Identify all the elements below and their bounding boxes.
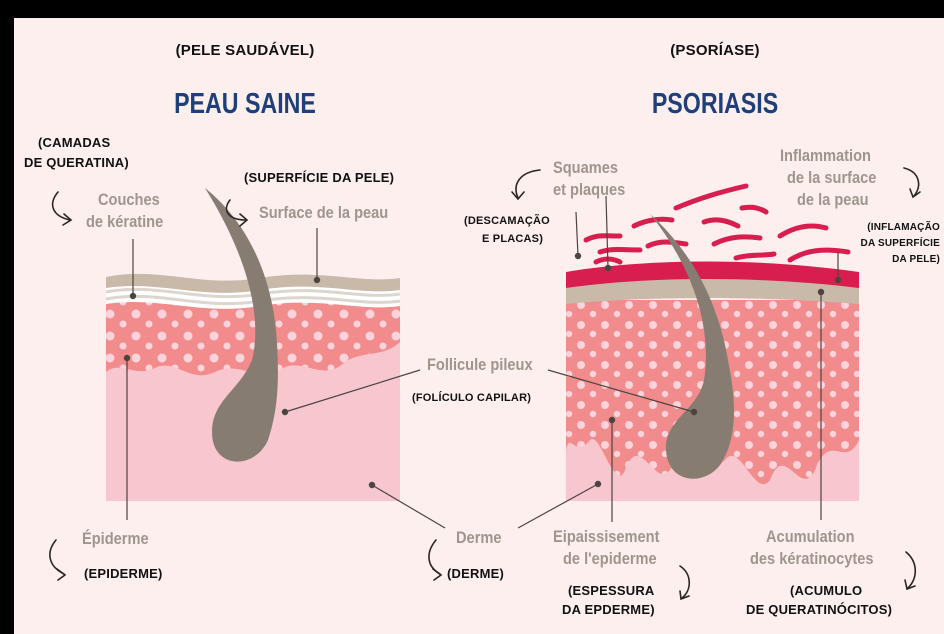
accumulation-label-fr-2: des kératinocytes [750, 549, 874, 569]
healthy-subtitle-pt: (PELE SAUDÁVEL) [130, 42, 360, 59]
scale-mark [676, 186, 746, 208]
scale-mark [736, 254, 774, 258]
surface-label-fr: Surface de la peau [259, 203, 388, 223]
inflammation-label-fr-1: Inflammation [780, 146, 871, 166]
psoriasis-subtitle-pt: (PSORÍASE) [600, 42, 830, 59]
scale-mark [586, 236, 620, 240]
arrow-scales-head [512, 192, 524, 199]
inflammation-label-pt-1: (INFLAMAÇÃO [844, 222, 940, 234]
inflammation-label-fr-2: de la surface [787, 168, 876, 188]
arrow-epidermis-head [57, 569, 65, 580]
keratin-label-fr-1: Couches [98, 190, 160, 210]
scales-label-pt-2: E PLACAS) [482, 233, 543, 246]
follicle-dot-left [282, 409, 287, 414]
arrow-accumulation [906, 552, 915, 588]
surface-label-pt: (SUPERFÍCIE DA PELE) [244, 171, 394, 186]
dermis-label-pt: (DERME) [447, 567, 504, 582]
accumulation-label-pt-2: DE QUERATINÓCITOS) [746, 603, 892, 618]
healthy-skin-block [106, 188, 400, 501]
accumulation-dot [818, 289, 823, 294]
healthy-title: PEAU SAINE [153, 88, 337, 121]
arrow-dermis [429, 540, 440, 574]
accumulation-label-pt-1: (ACUMULO [790, 584, 862, 599]
inflammation-label-pt-2: DA SUPERFÍCIE [844, 238, 940, 250]
inflammation-label-pt-3: DA PELE) [844, 254, 940, 266]
dermis-dot-right [595, 481, 600, 486]
scales-label-fr-1: Squames [553, 158, 618, 178]
scale-mark [704, 220, 738, 226]
thickening-label-pt-2: DA EPDERME) [562, 603, 655, 618]
dermis-line-right [518, 484, 598, 528]
keratin-dot [130, 293, 135, 298]
scale-mark [790, 250, 848, 260]
epidermis-dot [124, 355, 129, 360]
keratin-label-pt-2: DE QUERATINA) [24, 156, 129, 171]
arrow-dermis-head [433, 569, 441, 580]
dermis-label-fr: Derme [456, 528, 502, 548]
scales-label-pt-1: (DESCAMAÇÃO [464, 215, 550, 228]
follicle-label-pt: (FOLÍCULO CAPILAR) [412, 392, 531, 405]
scale-mark [742, 207, 766, 212]
arrow-keratin [53, 192, 70, 220]
scales-dot-2 [605, 265, 610, 270]
scales-label-fr-2: et plaques [553, 180, 625, 200]
scale-mark [714, 237, 760, 244]
inflammation-dot [835, 277, 840, 282]
psoriasis-skin-block [566, 186, 859, 501]
dermis-dot-left [369, 482, 374, 487]
keratin-label-pt-1: (CAMADAS [38, 136, 110, 151]
scale-mark [600, 250, 640, 253]
arrow-thickening [680, 566, 689, 598]
thickening-dot [609, 417, 614, 422]
accumulation-label-fr-1: Acumulation [766, 527, 855, 547]
arrow-scales [516, 170, 540, 198]
scale-mark [634, 219, 672, 226]
inflammation-label-fr-3: de la peau [797, 190, 869, 210]
scales-line-1 [576, 212, 578, 256]
follicle-label-fr: Follicule pileux [427, 355, 533, 375]
dermis-line-left [372, 485, 445, 528]
scale-mark [780, 226, 826, 236]
psoriasis-title: PSORIASIS [623, 88, 807, 121]
arrow-inflammation-head [910, 189, 920, 197]
thickening-label-fr-2: de l'epiderme [563, 549, 657, 569]
follicle-dot-right [691, 409, 696, 414]
thickening-label-fr-1: Eipaissisement [553, 527, 659, 547]
thickening-label-pt-1: (ESPESSURA [568, 584, 655, 599]
scales-dot-1 [575, 253, 580, 258]
surface-dot [314, 277, 319, 282]
keratin-label-fr-2: de kératine [86, 212, 163, 232]
epidermis-label-fr: Épiderme [82, 529, 149, 549]
scale-mark [648, 242, 686, 246]
epidermis-label-pt: (EPIDERME) [84, 567, 163, 582]
